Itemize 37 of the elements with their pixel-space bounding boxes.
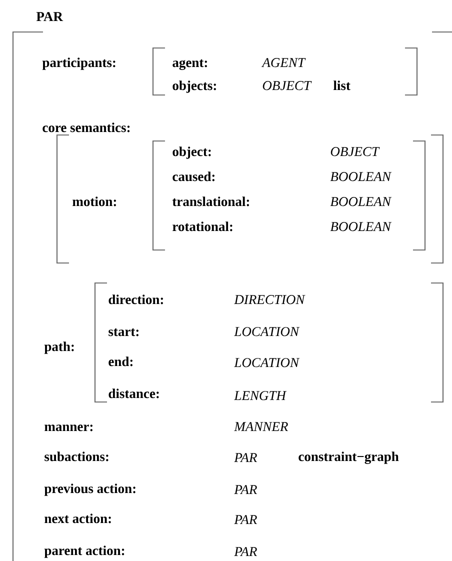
type-value: MANNER xyxy=(234,422,288,431)
attribute-label: constraint−graph xyxy=(298,452,399,464)
type-value: BOOLEAN xyxy=(330,222,392,232)
type-value: LENGTH xyxy=(234,391,287,400)
type-value: PAR xyxy=(234,515,257,524)
type-value: LOCATION xyxy=(234,327,300,336)
type-value: BOOLEAN xyxy=(330,172,392,182)
attribute-label: caused: xyxy=(172,172,214,182)
attribute-label: manner: xyxy=(44,424,92,432)
type-value: DIRECTION xyxy=(234,295,306,304)
type-value: OBJECT xyxy=(262,81,312,90)
type-value: PAR xyxy=(234,453,257,462)
attribute-label: rotational: xyxy=(172,222,232,232)
attribute-label: path: xyxy=(44,342,74,354)
attribute-label: previous action: xyxy=(44,484,136,496)
attribute-label: next action: xyxy=(44,514,111,524)
type-value: PAR xyxy=(234,485,257,494)
attribute-label: parent action: xyxy=(44,546,124,558)
attribute-label: participants: xyxy=(42,58,116,70)
type-value: LOCATION xyxy=(234,358,300,368)
attribute-label: translational: xyxy=(172,196,249,206)
attribute-label: distance: xyxy=(108,388,159,398)
attribute-label: direction: xyxy=(108,294,163,304)
attribute-label: subactions: xyxy=(44,452,108,462)
type-value: OBJECT xyxy=(330,147,380,156)
attribute-label: core semantics: xyxy=(42,122,130,132)
attribute-label: motion: xyxy=(72,196,116,206)
attribute-label: object: xyxy=(172,146,211,159)
heading: PAR xyxy=(36,12,64,21)
attribute-label: end: xyxy=(108,356,132,366)
attribute-label: start: xyxy=(108,328,138,336)
attribute-label: list xyxy=(333,80,350,90)
type-value: AGENT xyxy=(261,58,306,68)
attribute-label: agent: xyxy=(172,59,207,70)
type-value: PAR xyxy=(234,547,257,556)
type-value: BOOLEAN xyxy=(330,197,392,206)
attribute-label: objects: xyxy=(172,80,216,93)
